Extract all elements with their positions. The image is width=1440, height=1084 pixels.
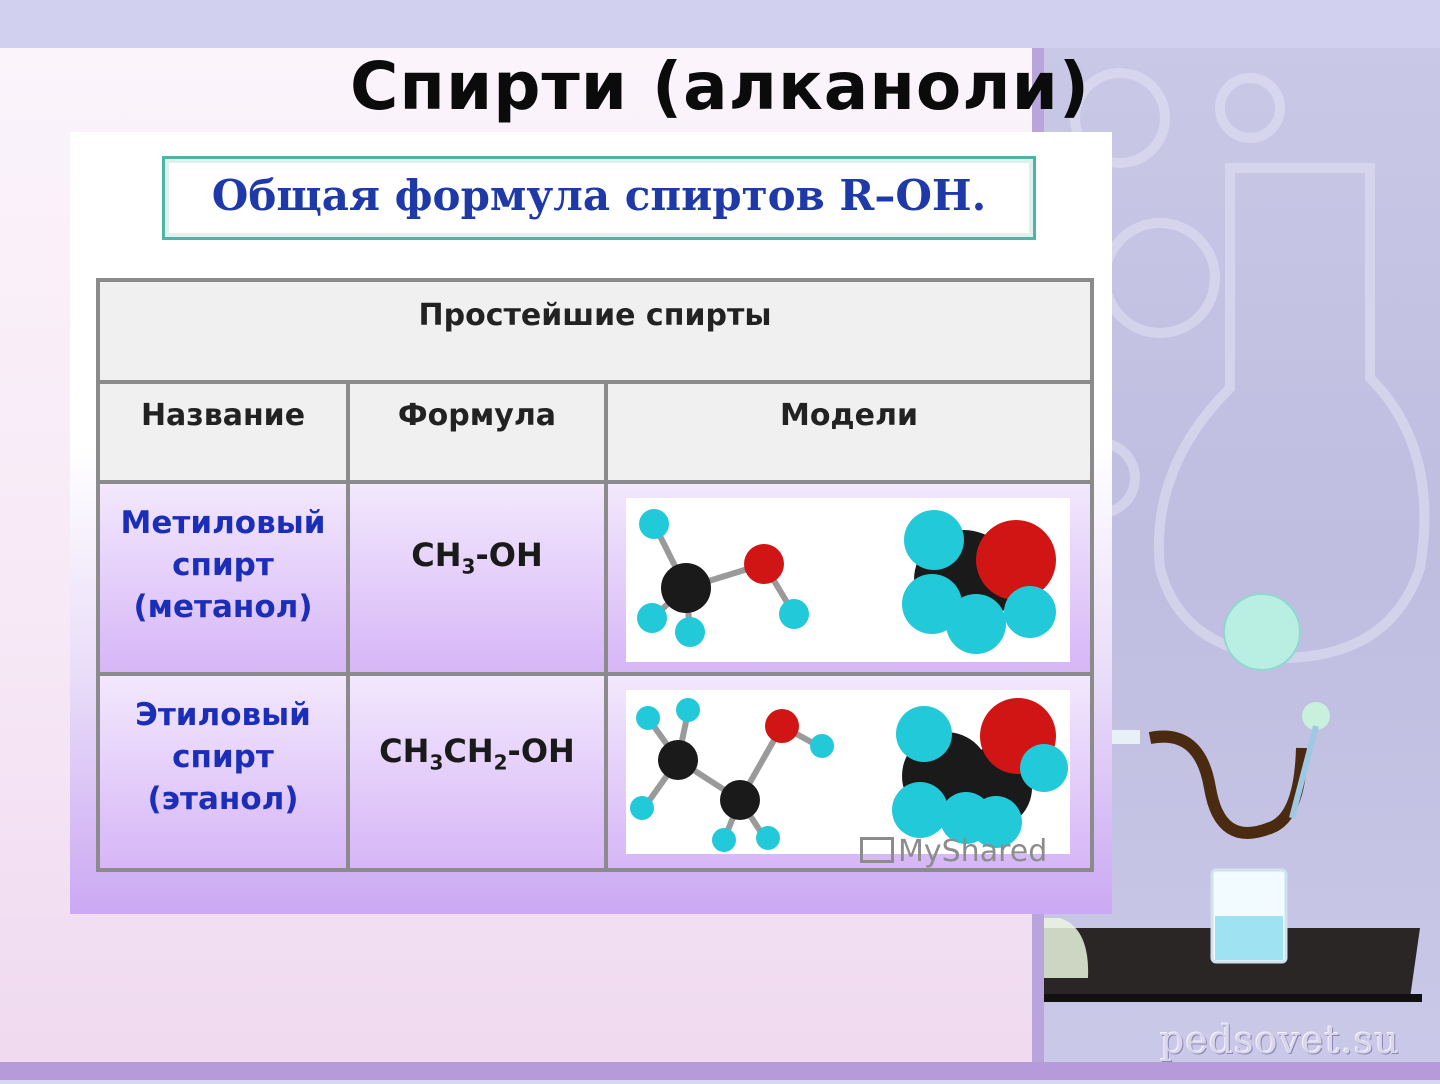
hydrogen-atom xyxy=(676,698,700,722)
hydrogen-atom xyxy=(970,796,1022,848)
table-caption-cell: Простейшие спирты xyxy=(96,278,1094,384)
header-formula: Формула xyxy=(397,398,557,433)
row-ethanol-name: Этиловый спирт (этанол) xyxy=(100,676,346,820)
formula-part: -OH xyxy=(507,732,575,770)
methanol-models-image xyxy=(626,498,1070,662)
formula-part: CH xyxy=(443,732,494,770)
row-methanol-name: Метиловый спирт (метанол) xyxy=(100,484,346,628)
oxygen-atom xyxy=(744,544,784,584)
row-methanol-name-cell: Метиловый спирт (метанол) xyxy=(96,480,350,676)
hydrogen-atom xyxy=(904,510,964,570)
general-formula-text: Общая формула спиртов R–OH. xyxy=(211,171,987,220)
row-methanol-models-cell xyxy=(604,480,1094,676)
row-methanol-formula: CH3-OH xyxy=(350,484,604,578)
carbon-atom xyxy=(658,740,698,780)
header-models-cell: Модели xyxy=(604,380,1094,484)
table-caption: Простейшие спирты xyxy=(418,298,772,333)
hydrogen-atom xyxy=(1020,744,1068,792)
site-watermark: pedsovet.su xyxy=(1160,1018,1400,1062)
name-line: (метанол) xyxy=(133,589,313,625)
header-formula-cell: Формула xyxy=(346,380,608,484)
hydrogen-atom xyxy=(779,599,809,629)
row-ethanol-formula: CH3CH2-OH xyxy=(350,676,604,774)
hydrogen-atom xyxy=(896,706,952,762)
alcohols-table: Простейшие спирты Название Формула Модел… xyxy=(96,278,1094,872)
hydrogen-atom xyxy=(756,826,780,850)
hydrogen-atom xyxy=(675,617,705,647)
name-line: (этанол) xyxy=(147,781,299,817)
bottom-band xyxy=(0,1062,1440,1080)
row-methanol-formula-cell: CH3-OH xyxy=(346,480,608,676)
general-formula-box: Общая формула спиртов R–OH. xyxy=(162,156,1036,240)
hydrogen-atom xyxy=(1004,586,1056,638)
hydrogen-atom xyxy=(630,796,654,820)
formula-subscript: 3 xyxy=(461,554,476,579)
formula-part: CH xyxy=(411,536,462,574)
hydrogen-atom xyxy=(637,603,667,633)
hydrogen-atom xyxy=(946,594,1006,654)
presentation-icon xyxy=(860,837,894,863)
ethanol-models-image xyxy=(626,690,1070,854)
formula-subscript: 2 xyxy=(493,750,508,775)
hydrogen-atom xyxy=(810,734,834,758)
header-name: Название xyxy=(140,398,306,433)
hydrogen-atom xyxy=(639,509,669,539)
methanol-molecule-models xyxy=(637,509,1056,654)
row-ethanol-formula-cell: CH3CH2-OH xyxy=(346,672,608,872)
header-models: Модели xyxy=(779,398,919,433)
name-line: спирт xyxy=(172,739,274,775)
formula-part: CH xyxy=(379,732,430,770)
name-line: спирт xyxy=(172,547,274,583)
oxygen-atom xyxy=(976,520,1056,600)
row-ethanol-name-cell: Этиловый спирт (этанол) xyxy=(96,672,350,872)
name-line: Этиловый xyxy=(135,697,311,733)
carbon-atom xyxy=(661,563,711,613)
watermark-text: MyShared xyxy=(898,834,1048,869)
hydrogen-atom xyxy=(892,782,948,838)
header-name-cell: Название xyxy=(96,380,350,484)
row-ethanol-models-cell xyxy=(604,672,1094,872)
name-line: Метиловый xyxy=(120,505,326,541)
oxygen-atom xyxy=(765,709,799,743)
myshared-watermark: MyShared xyxy=(860,834,1047,869)
top-band xyxy=(0,0,1440,48)
formula-subscript: 3 xyxy=(429,750,444,775)
ethanol-molecule-models xyxy=(630,698,1068,852)
formula-part: -OH xyxy=(475,536,543,574)
hydrogen-atom xyxy=(636,706,660,730)
slide-title: Спирти (алканоли) xyxy=(349,48,1091,125)
hydrogen-atom xyxy=(712,828,736,852)
carbon-atom xyxy=(720,780,760,820)
